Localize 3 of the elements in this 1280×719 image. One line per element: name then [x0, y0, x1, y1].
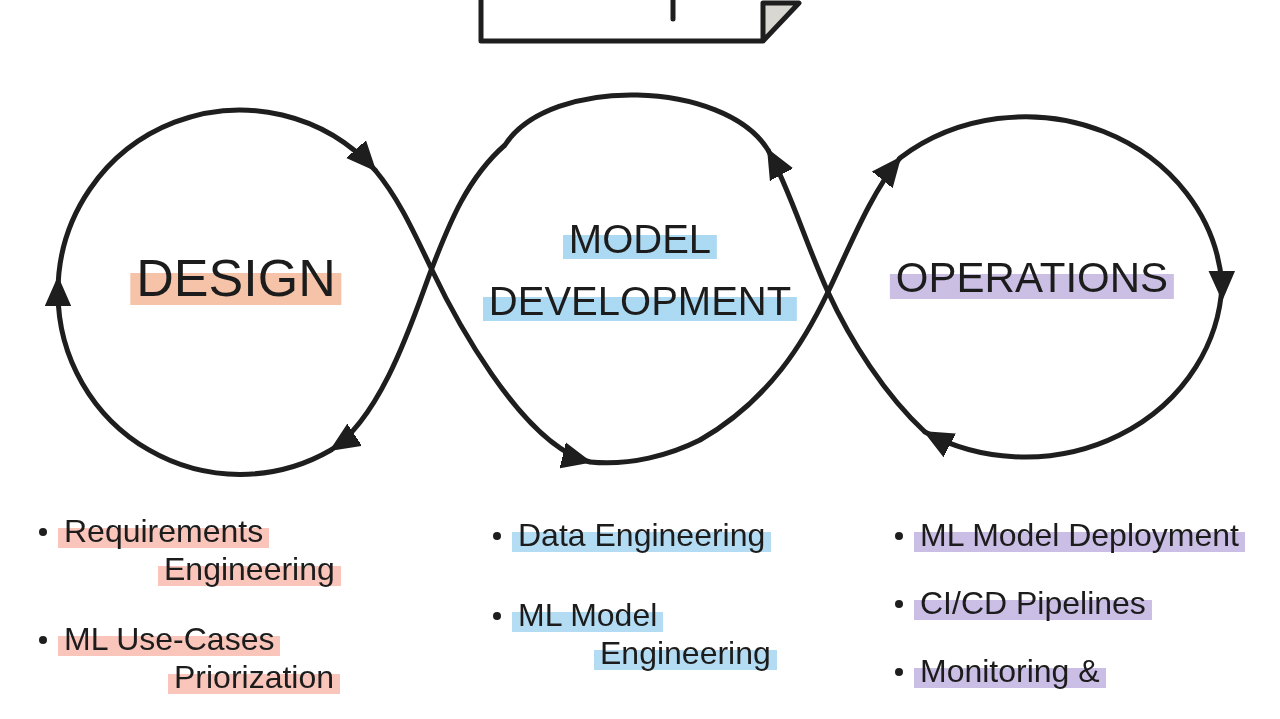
- flow-arrow: [765, 148, 927, 434]
- flow-arrow: [329, 143, 507, 452]
- flow-arrow: [698, 156, 902, 443]
